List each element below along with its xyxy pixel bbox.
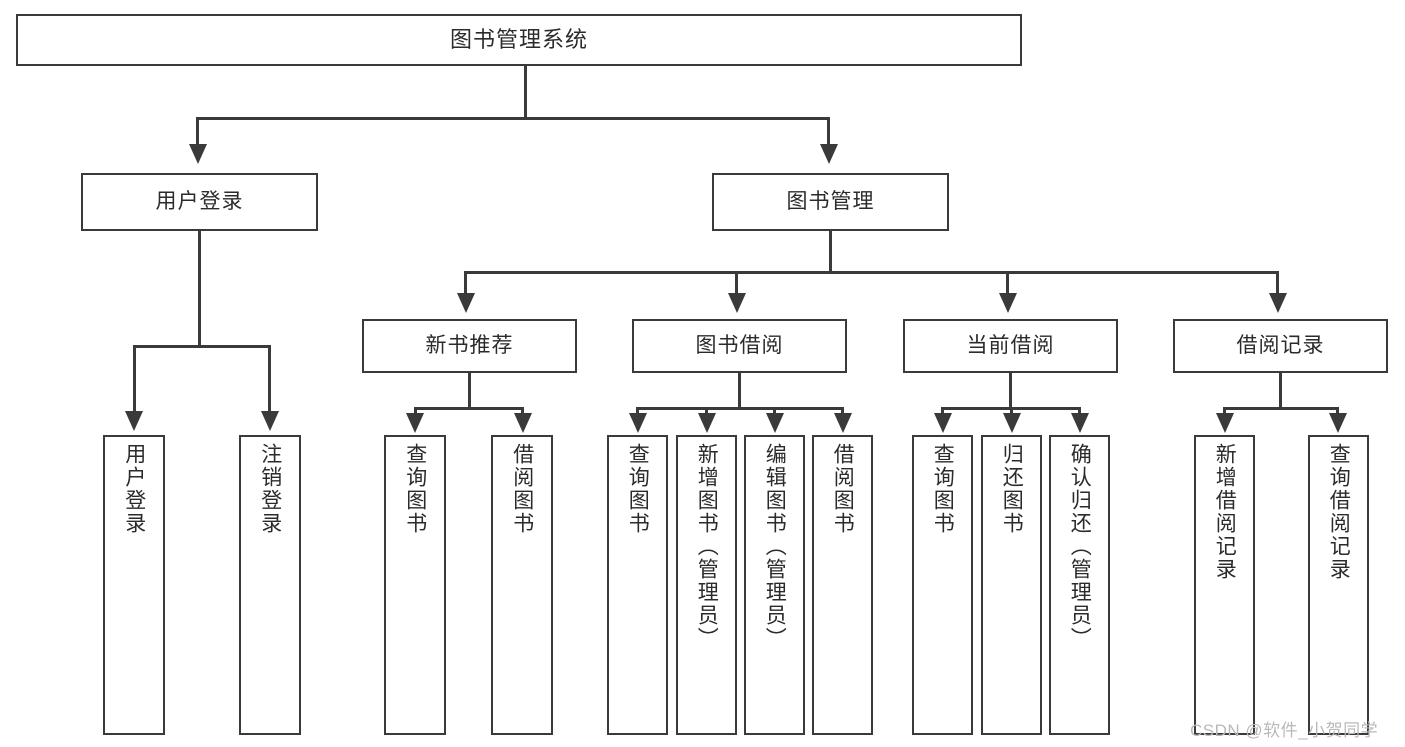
leaf-current-borrow-confirm-return[interactable]: 确认归还（管理员） xyxy=(1049,435,1110,735)
node-label: 借阅记录 xyxy=(1236,333,1325,357)
node-label: 图书管理系统 xyxy=(449,27,588,53)
leaf-new-book-borrow-book[interactable]: 借阅图书 xyxy=(491,435,553,735)
node-root-system[interactable]: 图书管理系统 xyxy=(16,14,1022,66)
arrow-book-borrow-leaf-2 xyxy=(698,413,716,433)
node-label: 查询图书 xyxy=(403,443,427,535)
node-label: 新书推荐 xyxy=(425,333,514,357)
node-current-borrow[interactable]: 当前借阅 xyxy=(903,319,1118,373)
node-label: 借阅图书 xyxy=(831,443,855,535)
connector-borrow-record-trunk xyxy=(1279,373,1282,409)
node-label: 当前借阅 xyxy=(966,333,1055,357)
arrow-book-borrow-leaf-3 xyxy=(766,413,784,433)
arrow-borrow-record-leaf-2 xyxy=(1329,413,1347,433)
node-borrow-record[interactable]: 借阅记录 xyxy=(1173,319,1388,373)
node-label: 借阅图书 xyxy=(510,443,534,535)
arrow-new-book-leaf-2 xyxy=(514,413,532,433)
connector-book-mgmt-drop-3 xyxy=(1006,271,1009,295)
node-user-login[interactable]: 用户登录 xyxy=(81,173,318,231)
node-label: 用户登录 xyxy=(122,443,146,535)
connector-current-borrow-trunk xyxy=(1009,373,1012,409)
connector-book-mgmt-trunk xyxy=(829,231,832,273)
connector-current-borrow-drop-3 xyxy=(1078,407,1081,417)
arrow-current-borrow-leaf-2 xyxy=(1003,413,1021,433)
connector-new-book-bus xyxy=(414,407,524,410)
connector-book-mgmt-drop-1 xyxy=(464,271,467,295)
connector-book-borrow-drop-2 xyxy=(705,407,708,417)
node-label: 图书管理 xyxy=(786,189,875,213)
leaf-current-borrow-return-book[interactable]: 归还图书 xyxy=(981,435,1042,735)
leaf-borrow-record-add-record[interactable]: 新增借阅记录 xyxy=(1194,435,1255,735)
leaf-book-borrow-borrow-book[interactable]: 借阅图书 xyxy=(812,435,873,735)
node-label: 新增图书（管理员） xyxy=(695,443,719,650)
arrow-root-to-book-mgmt xyxy=(820,144,838,164)
connector-user-login-drop-2 xyxy=(268,345,271,413)
connector-current-borrow-drop-2 xyxy=(1010,407,1013,417)
leaf-book-borrow-edit-book[interactable]: 编辑图书（管理员） xyxy=(744,435,805,735)
arrow-current-borrow-leaf-3 xyxy=(1071,413,1089,433)
arrow-book-mgmt-group-2 xyxy=(728,293,746,313)
arrow-new-book-leaf-1 xyxy=(406,413,424,433)
leaf-current-borrow-query-book[interactable]: 查询图书 xyxy=(912,435,973,735)
connector-new-book-trunk xyxy=(468,373,471,409)
node-label: 图书借阅 xyxy=(695,333,784,357)
node-label: 查询图书 xyxy=(931,443,955,535)
connector-book-mgmt-bus xyxy=(464,271,1278,274)
node-book-management[interactable]: 图书管理 xyxy=(712,173,949,231)
arrow-root-to-user-login xyxy=(189,144,207,164)
leaf-book-borrow-add-book[interactable]: 新增图书（管理员） xyxy=(676,435,737,735)
arrow-user-login-leaf-2 xyxy=(261,411,279,431)
connector-root-to-book-mgmt xyxy=(827,117,830,146)
arrow-book-mgmt-group-3 xyxy=(999,293,1017,313)
connector-borrow-record-bus xyxy=(1223,407,1339,410)
connector-book-borrow-trunk xyxy=(738,373,741,409)
node-label: 新增借阅记录 xyxy=(1213,443,1237,581)
arrow-borrow-record-leaf-1 xyxy=(1216,413,1234,433)
connector-user-login-trunk xyxy=(198,231,201,347)
arrow-user-login-leaf-1 xyxy=(125,411,143,431)
connector-book-borrow-drop-1 xyxy=(636,407,639,417)
connector-root-to-user-login xyxy=(196,117,199,146)
node-label: 注销登录 xyxy=(258,443,282,535)
connector-book-mgmt-drop-4 xyxy=(1276,271,1279,295)
node-label: 编辑图书（管理员） xyxy=(763,443,787,650)
node-book-borrow[interactable]: 图书借阅 xyxy=(632,319,847,373)
connector-user-login-bus xyxy=(133,345,271,348)
node-label: 查询借阅记录 xyxy=(1327,443,1351,581)
arrow-current-borrow-leaf-1 xyxy=(934,413,952,433)
node-new-book-recommend[interactable]: 新书推荐 xyxy=(362,319,577,373)
leaf-borrow-record-query-record[interactable]: 查询借阅记录 xyxy=(1308,435,1369,735)
connector-book-borrow-bus xyxy=(636,407,844,410)
leaf-user-login-login[interactable]: 用户登录 xyxy=(103,435,165,735)
node-label: 查询图书 xyxy=(626,443,650,535)
leaf-new-book-query-book[interactable]: 查询图书 xyxy=(384,435,446,735)
connector-root-bus xyxy=(196,117,830,120)
connector-root-trunk xyxy=(524,66,527,118)
arrow-book-mgmt-group-4 xyxy=(1269,293,1287,313)
connector-new-book-drop-1 xyxy=(414,407,417,417)
connector-book-borrow-drop-4 xyxy=(841,407,844,417)
arrow-book-borrow-leaf-4 xyxy=(834,413,852,433)
arrow-book-mgmt-group-1 xyxy=(457,293,475,313)
node-label: 用户登录 xyxy=(155,189,244,213)
connector-book-borrow-drop-3 xyxy=(773,407,776,417)
connector-borrow-record-drop-2 xyxy=(1336,407,1339,417)
connector-borrow-record-drop-1 xyxy=(1223,407,1226,417)
arrow-book-borrow-leaf-1 xyxy=(629,413,647,433)
node-label: 确认归还（管理员） xyxy=(1068,443,1092,650)
node-label: 归还图书 xyxy=(1000,443,1024,535)
connector-book-mgmt-drop-2 xyxy=(735,271,738,295)
connector-new-book-drop-2 xyxy=(521,407,524,417)
leaf-user-login-logout[interactable]: 注销登录 xyxy=(239,435,301,735)
connector-user-login-drop-1 xyxy=(133,345,136,413)
connector-current-borrow-drop-1 xyxy=(941,407,944,417)
leaf-book-borrow-query-book[interactable]: 查询图书 xyxy=(607,435,668,735)
